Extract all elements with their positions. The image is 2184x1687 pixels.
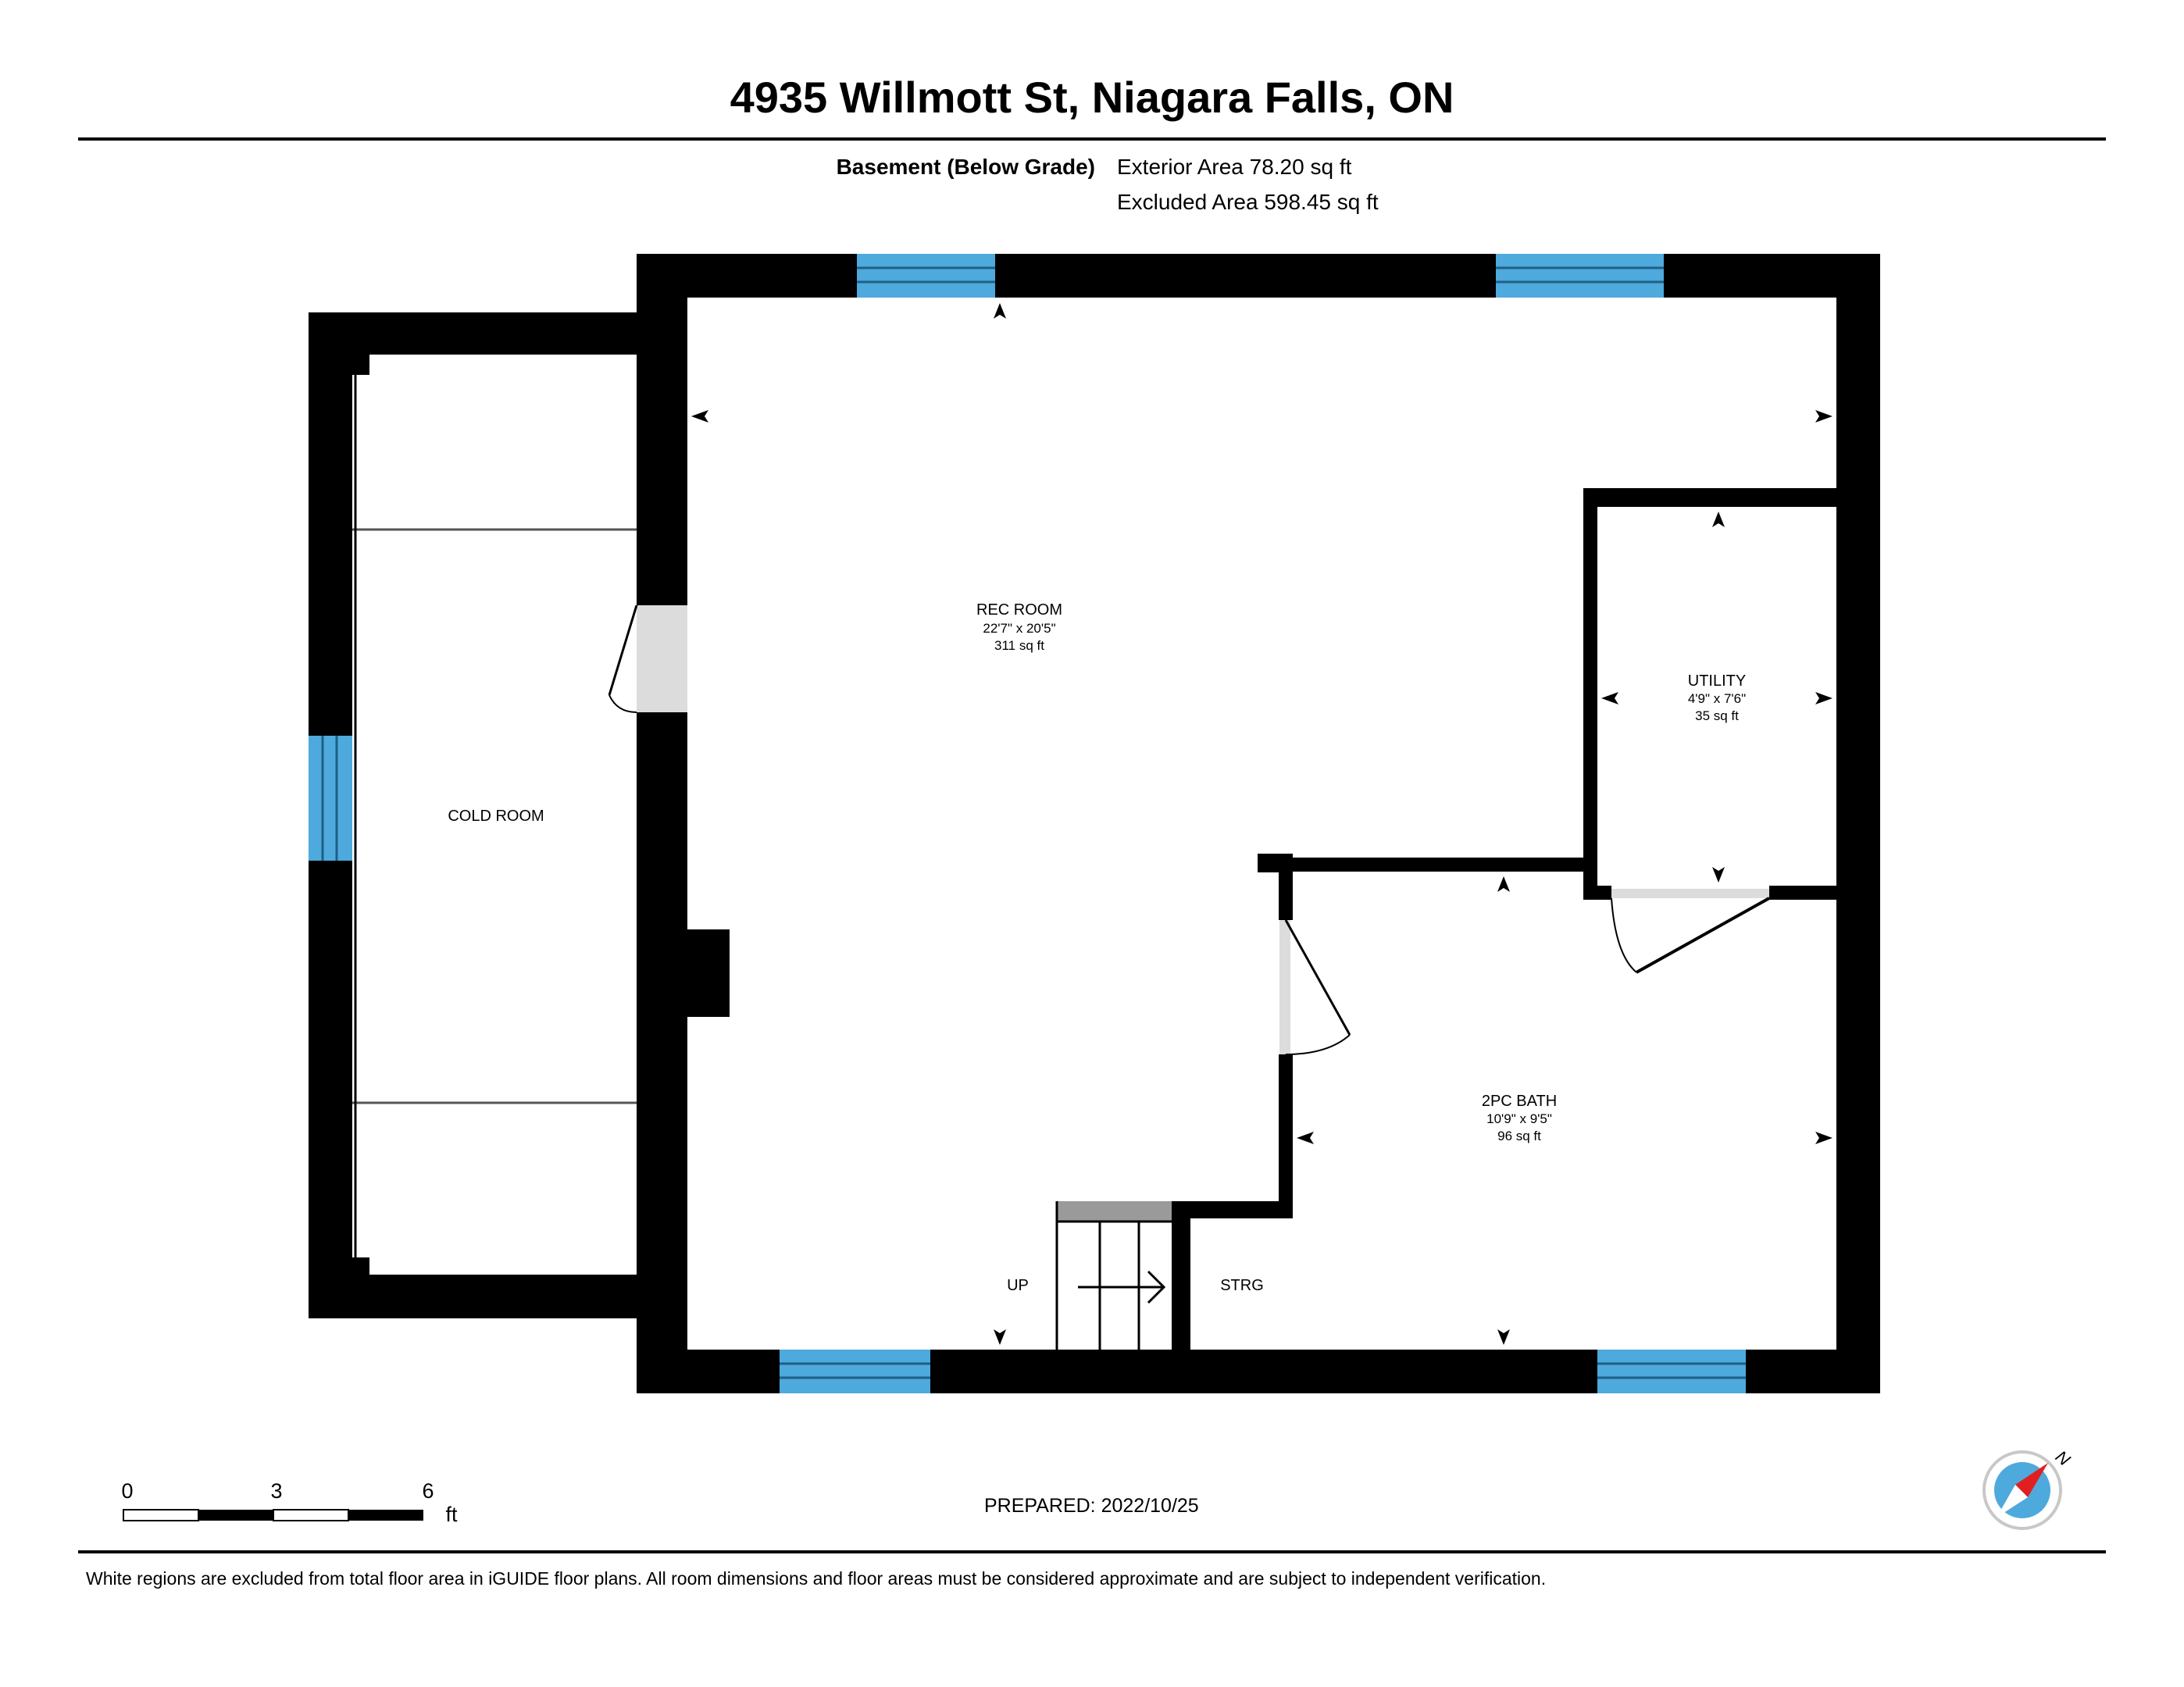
bath-wall-top [1258,858,1590,872]
bath-wall-left-upper [1279,858,1293,920]
scale-bar: 0 3 6 ft [121,1479,458,1526]
utility-dims: 4'9" x 7'6" [1688,691,1746,706]
scale-unit: ft [445,1503,458,1526]
utility-wall-bottom-left [1583,886,1611,900]
window-top-right [1496,254,1664,298]
rec-room-area: 311 sq ft [994,638,1044,653]
coldroom-wall-bottom [309,1275,641,1318]
storage-name: STRG [1220,1277,1264,1294]
stairs-up-label: UP [1007,1277,1029,1294]
bath-dims: 10'9" x 9'5" [1486,1111,1552,1126]
scale-tick-0: 0 [121,1479,133,1503]
compass-north-label: N [2052,1446,2074,1469]
window-coldroom [309,736,352,861]
header-rule [78,137,2106,141]
wall-left-lower [637,712,687,1393]
excluded-area: Excluded Area 598.45 sq ft [1117,190,1379,214]
wall-top [637,254,1880,298]
door-utility [1611,889,1770,974]
coldroom-wall-top [309,312,641,355]
utility-wall-left [1583,488,1597,898]
windows [309,254,1746,1393]
disclaimer-text: White regions are excluded from total fl… [86,1568,1547,1589]
utility-wall-bottom-right [1769,886,1840,900]
rec-room-dims: 22'7" x 20'5" [983,621,1055,636]
footer-rule [78,1550,2106,1553]
coldroom-notch-top [352,355,369,375]
scale-tick-3: 3 [270,1479,282,1503]
bath-wall-left-lower [1279,1054,1293,1218]
utility-wall-top [1583,488,1841,507]
exterior-area: Exterior Area 78.20 sq ft [1117,155,1352,179]
stairs [1055,1201,1172,1350]
window-top-left [857,254,995,298]
window-bottom-right [1597,1350,1746,1393]
wall-right [1836,254,1880,1393]
page-title: 4935 Willmott St, Niagara Falls, ON [730,73,1454,122]
door-bath [1279,919,1351,1055]
door-coldroom [608,605,687,713]
room-labels: REC ROOM 22'7" x 20'5" 311 sq ft UTILITY… [448,601,1746,1294]
cold-room-name: COLD ROOM [448,808,544,825]
scale-tick-6: 6 [422,1479,434,1503]
rec-room-name: REC ROOM [976,601,1062,619]
compass-icon: N [1982,1446,2074,1530]
coldroom-notch-bottom [352,1257,369,1275]
stair-partition-vertical [1172,1201,1190,1351]
utility-name: UTILITY [1688,672,1746,690]
floor-label: Basement (Below Grade) [836,155,1095,179]
prepared-date: PREPARED: 2022/10/25 [984,1495,1199,1517]
bath-area: 96 sq ft [1497,1129,1541,1143]
stair-partition-horizontal [1172,1201,1293,1218]
utility-area: 35 sq ft [1695,708,1739,723]
window-bottom-left [780,1350,930,1393]
dimension-markers [691,303,1832,1345]
wall-pillar [687,929,730,1017]
bath-name: 2PC BATH [1482,1093,1557,1110]
wall-left-upper [637,254,687,605]
